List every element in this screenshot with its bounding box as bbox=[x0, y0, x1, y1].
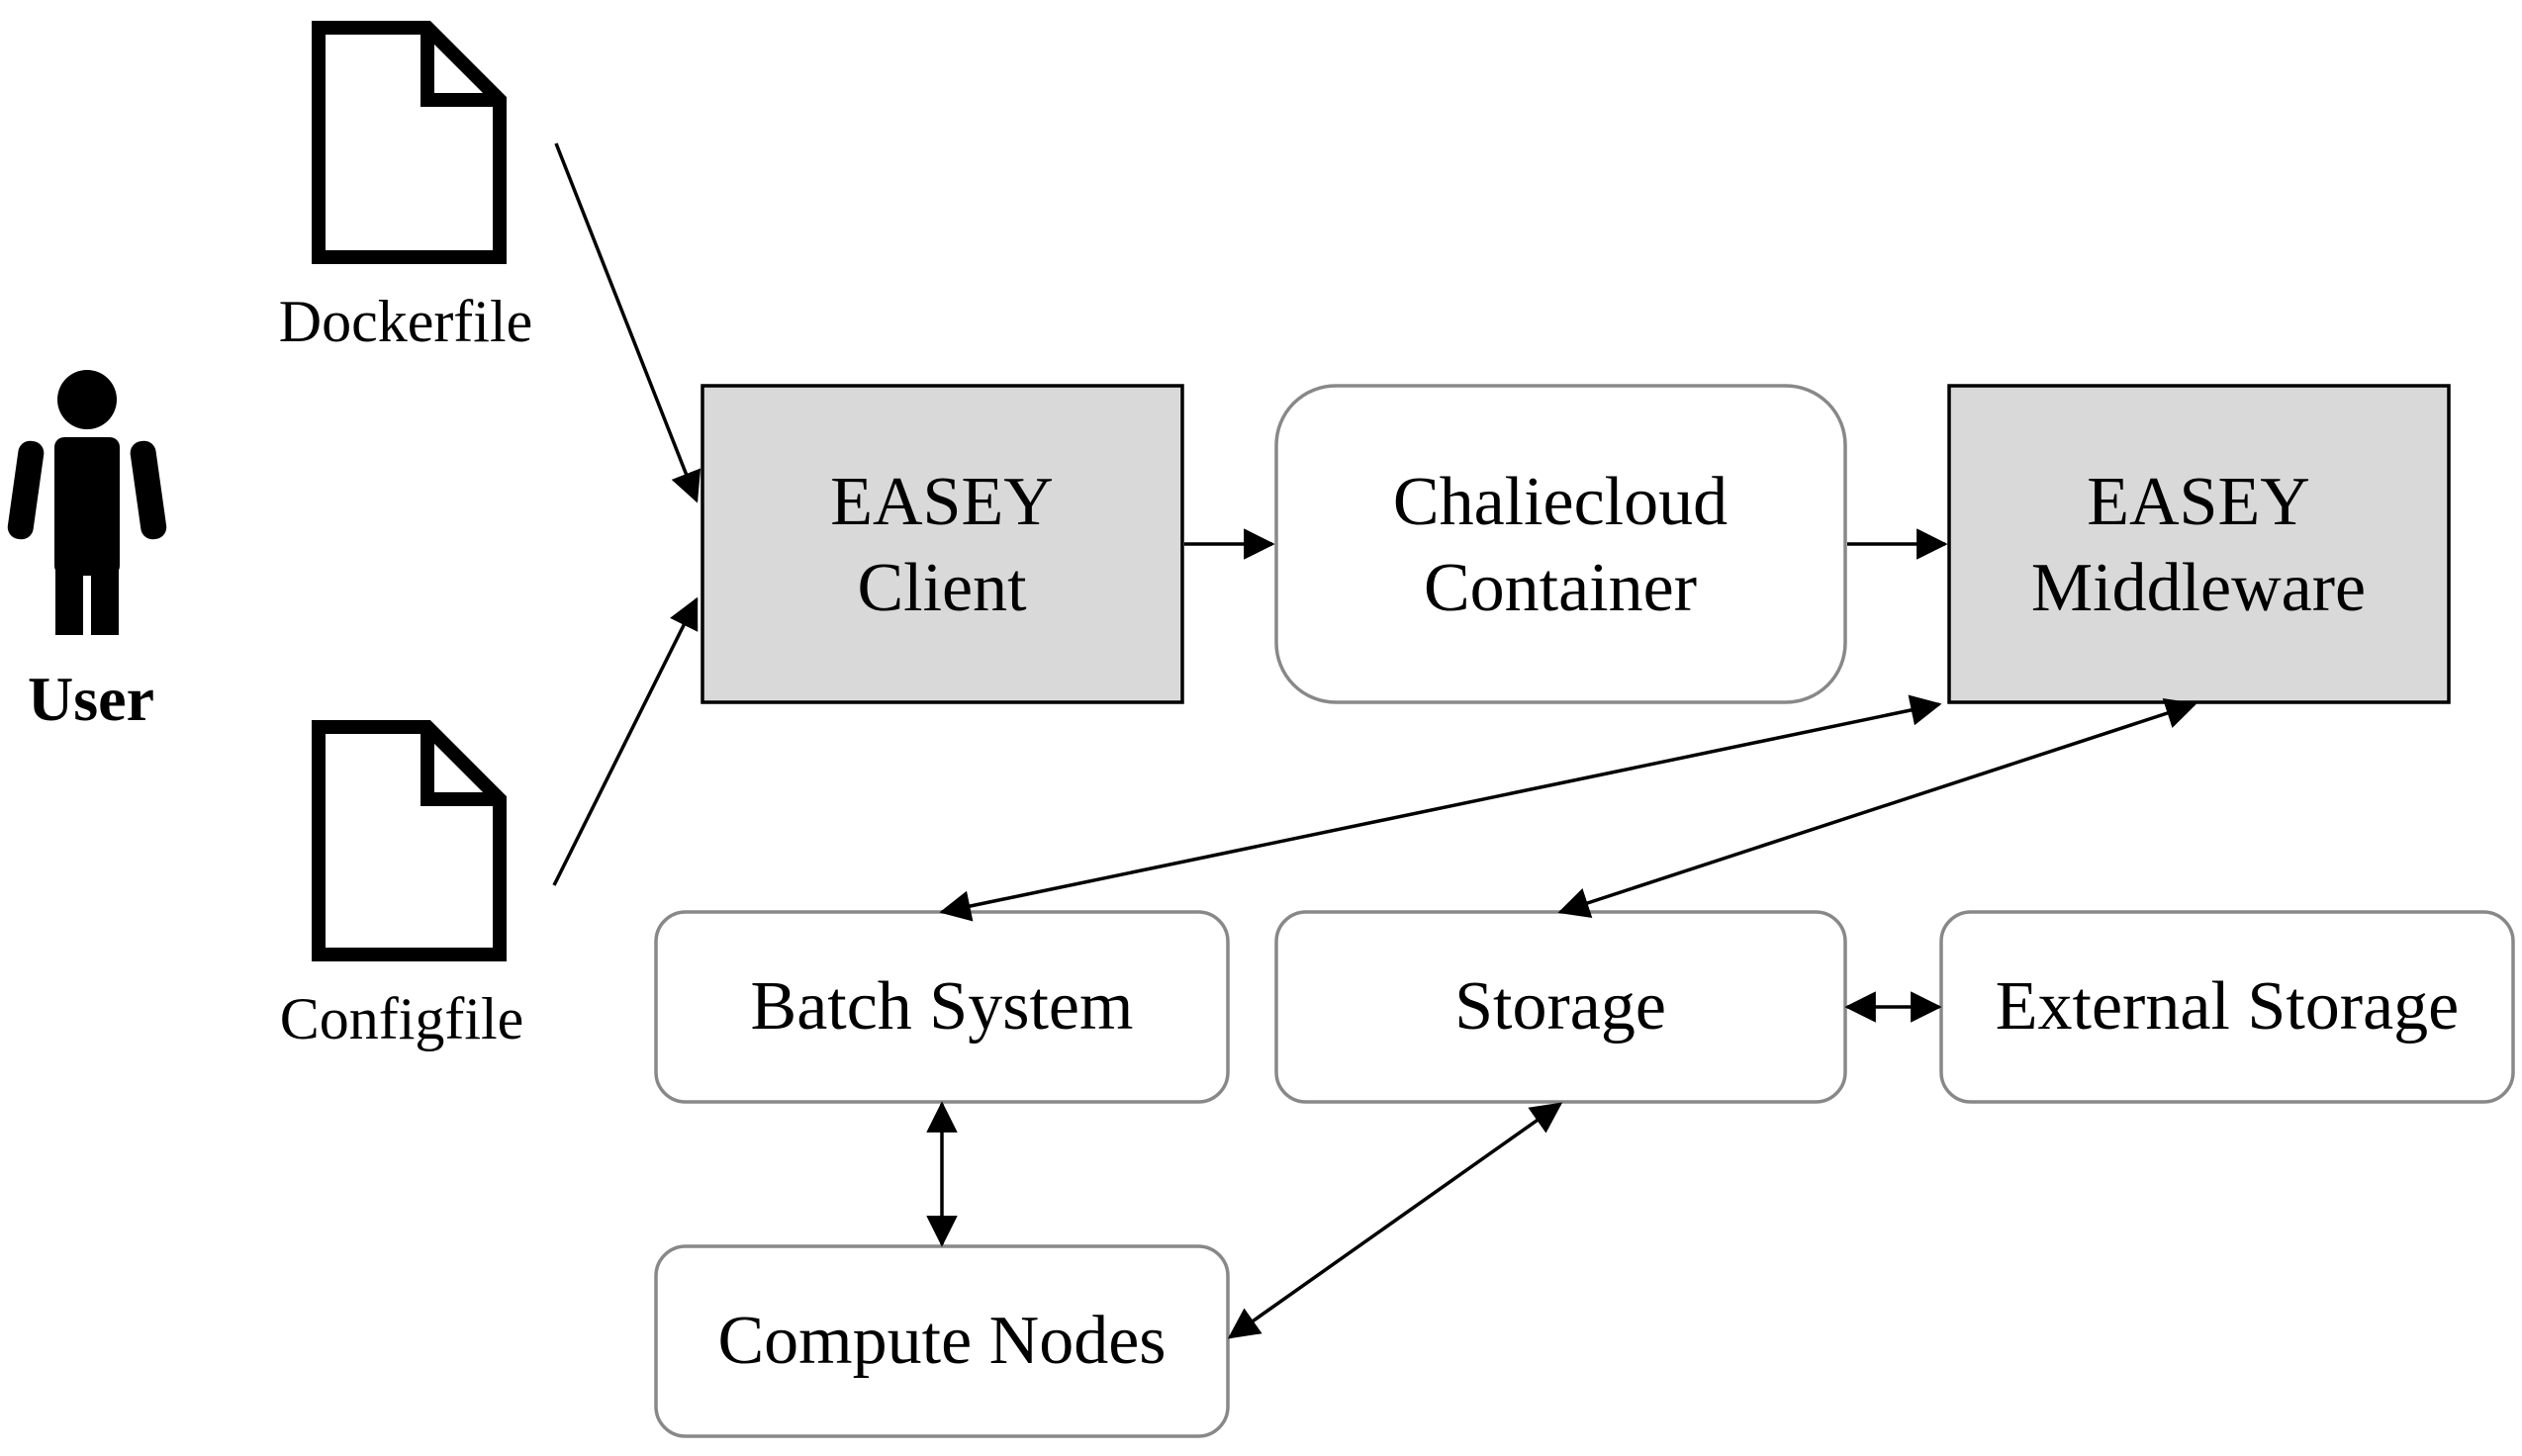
configfile-label: Configfile bbox=[280, 986, 524, 1051]
edge-middleware-batch bbox=[939, 694, 1942, 922]
external-storage-node: External Storage bbox=[1939, 910, 2515, 1104]
easey-middleware-line1: EASEY bbox=[2087, 464, 2310, 540]
external-storage-label: External Storage bbox=[1996, 968, 2459, 1045]
edge-middleware-storage bbox=[1557, 698, 2197, 918]
configfile-icon bbox=[312, 720, 507, 961]
user-icon bbox=[7, 370, 167, 635]
compute-nodes-label: Compute Nodes bbox=[717, 1303, 1166, 1379]
easey-middleware-node: EASEY Middleware bbox=[1947, 384, 2451, 704]
edge-compute-storage bbox=[1227, 1102, 1563, 1339]
charliecloud-container-node: Chaliecloud Container bbox=[1274, 384, 1847, 704]
charliecloud-line1: Chaliecloud bbox=[1393, 464, 1728, 540]
easey-client-line2: Client bbox=[857, 550, 1027, 626]
dockerfile-icon bbox=[312, 21, 507, 264]
easey-client-line1: EASEY bbox=[830, 464, 1054, 540]
dockerfile-label: Dockerfile bbox=[279, 289, 533, 354]
compute-nodes-node: Compute Nodes bbox=[654, 1244, 1230, 1438]
storage-label: Storage bbox=[1454, 968, 1666, 1045]
batch-system-node: Batch System bbox=[654, 910, 1230, 1104]
easey-middleware-line2: Middleware bbox=[2031, 550, 2366, 626]
easey-client-node: EASEY Client bbox=[701, 384, 1184, 704]
storage-node: Storage bbox=[1274, 910, 1847, 1104]
edge-dockerfile-to-client bbox=[554, 142, 701, 503]
user-label: User bbox=[28, 664, 154, 734]
charliecloud-line2: Container bbox=[1424, 550, 1697, 626]
edge-configfile-to-client bbox=[552, 596, 699, 886]
batch-system-label: Batch System bbox=[751, 968, 1134, 1045]
